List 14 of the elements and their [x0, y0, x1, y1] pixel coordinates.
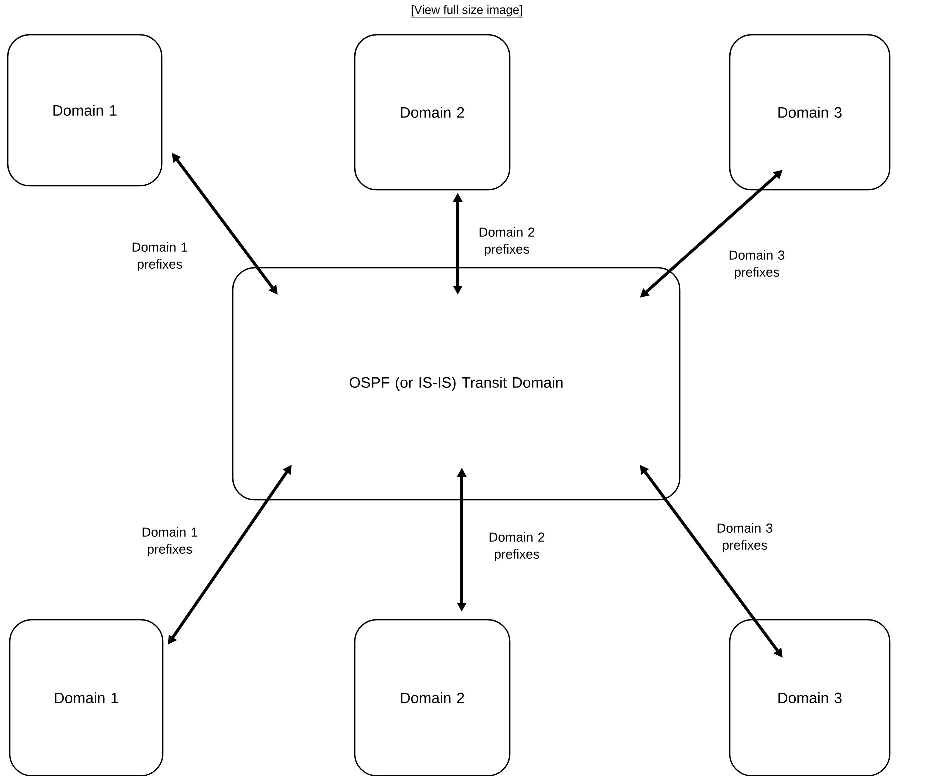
edge-label: Domain 3 prefixes	[725, 249, 789, 281]
edge-label: Domain 1 prefixes	[138, 526, 202, 558]
edge-label: Domain 1 prefixes	[128, 241, 192, 273]
domain-box: Domain 1	[7, 34, 163, 187]
link-text: [View full size image]	[410, 5, 524, 18]
domain-box: Domain 3	[729, 34, 891, 191]
domain-box: Domain 3	[729, 619, 891, 776]
edge-label: Domain 3 prefixes	[713, 522, 777, 554]
transit-domain-box: OSPF (or IS-IS) Transit Domain	[232, 267, 681, 501]
edge-label: Domain 2 prefixes	[475, 226, 539, 258]
domain-box: Domain 2	[354, 619, 511, 776]
domain-box: Domain 2	[354, 34, 511, 191]
domain-box: Domain 1	[9, 619, 164, 776]
edge-label: Domain 2 prefixes	[485, 531, 549, 563]
